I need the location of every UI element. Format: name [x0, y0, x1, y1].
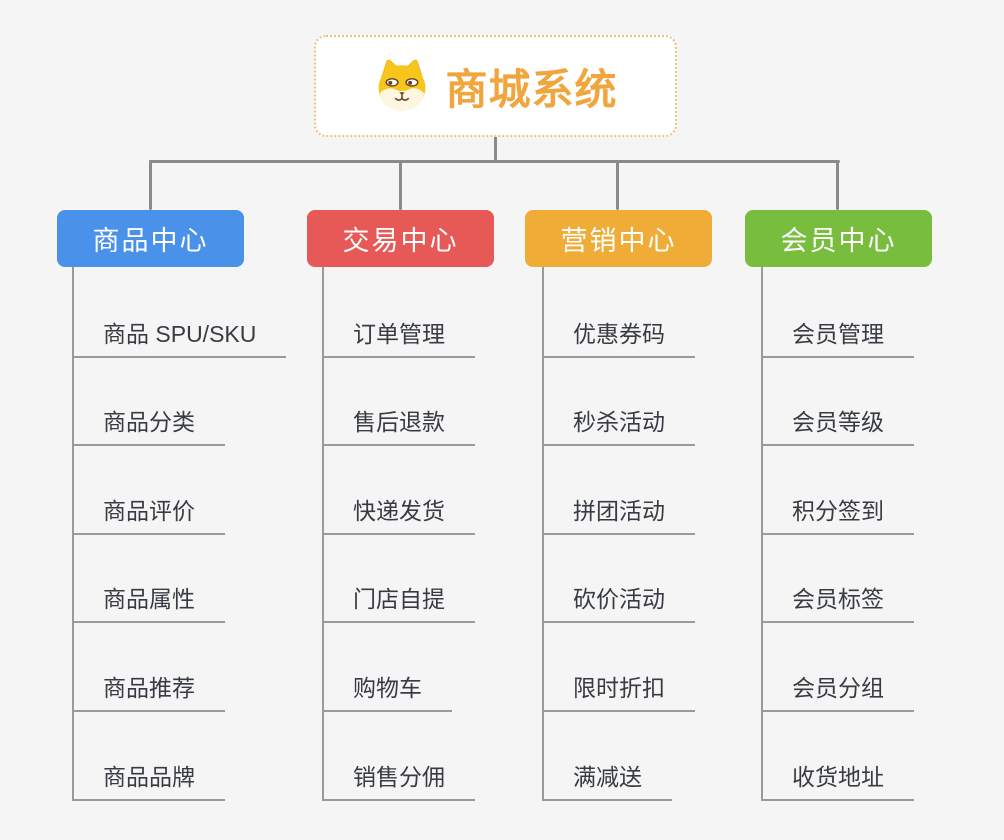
subtopic-store-pickup[interactable]: 门店自提	[322, 586, 475, 623]
subtopic-shipping-address[interactable]: 收货地址	[761, 764, 914, 801]
branch-products-label: 商品中心	[92, 226, 209, 256]
subtopic-member-groups[interactable]: 会员分组	[761, 675, 914, 712]
subtopic-product-spu-sku[interactable]: 商品 SPU/SKU	[72, 321, 287, 358]
subtopic-order-management[interactable]: 订单管理	[322, 321, 475, 358]
connector-drop-trade	[399, 160, 402, 210]
branch-trade-label: 交易中心	[342, 226, 459, 256]
subtopic-product-recommend[interactable]: 商品推荐	[72, 675, 225, 712]
subtopic-limited-time-discount[interactable]: 限时折扣	[542, 675, 695, 712]
subtopic-spend-and-save[interactable]: 满减送	[542, 764, 672, 801]
subtopic-product-attribute[interactable]: 商品属性	[72, 586, 225, 623]
subtopic-express-shipping[interactable]: 快递发货	[322, 498, 475, 535]
branch-marketing[interactable]: 营销中心	[525, 210, 712, 267]
subtopic-product-category[interactable]: 商品分类	[72, 409, 225, 446]
connector-drop-marketing	[616, 160, 619, 210]
branch-products[interactable]: 商品中心	[57, 210, 244, 267]
subtopic-bargain-activity[interactable]: 砍价活动	[542, 586, 695, 623]
branch-trade[interactable]: 交易中心	[307, 210, 494, 267]
connector-horizontal-bar	[149, 160, 840, 163]
subtopic-member-level[interactable]: 会员等级	[761, 409, 914, 446]
branch-marketing-label: 营销中心	[560, 226, 677, 256]
branch-members-label: 会员中心	[780, 226, 897, 256]
subtopic-sales-commission[interactable]: 销售分佣	[322, 764, 475, 801]
connector-drop-products	[149, 160, 152, 210]
connector-root-stem	[494, 136, 497, 162]
subtopic-group-buy[interactable]: 拼团活动	[542, 498, 695, 535]
subtopic-product-brand[interactable]: 商品品牌	[72, 764, 225, 801]
subtopic-shopping-cart[interactable]: 购物车	[322, 675, 452, 712]
branch-members[interactable]: 会员中心	[745, 210, 932, 267]
subtopic-member-tags[interactable]: 会员标签	[761, 586, 914, 623]
root-topic-title: 商城系统	[445, 65, 618, 113]
subtopic-flash-sale[interactable]: 秒杀活动	[542, 409, 695, 446]
connector-drop-members	[836, 160, 839, 210]
root-topic[interactable]: 商城系统	[314, 35, 677, 137]
subtopic-member-management[interactable]: 会员管理	[761, 321, 914, 358]
subtopic-product-review[interactable]: 商品评价	[72, 498, 225, 535]
subtopic-aftersale-refund[interactable]: 售后退款	[322, 409, 475, 446]
dog-face-icon	[379, 59, 426, 111]
subtopic-points-checkin[interactable]: 积分签到	[761, 498, 914, 535]
subtopic-coupon-codes[interactable]: 优惠券码	[542, 321, 695, 358]
